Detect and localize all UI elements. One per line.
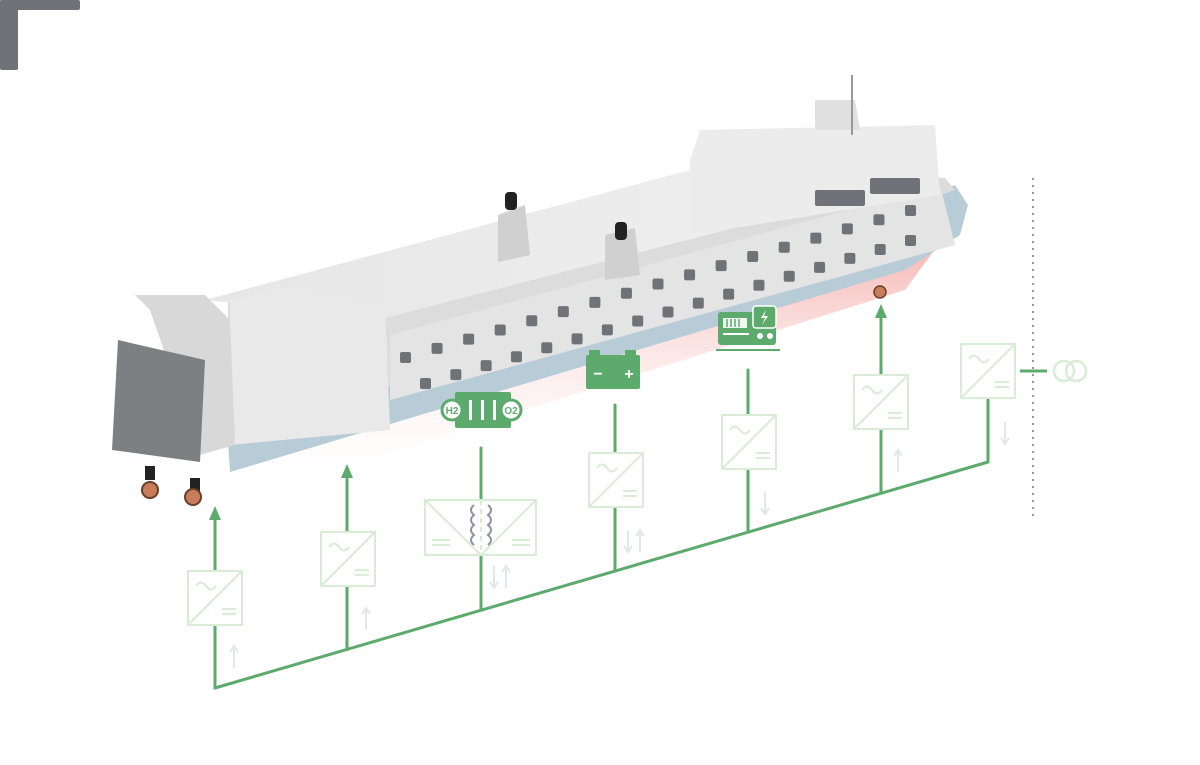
ship-window — [841, 223, 853, 235]
ship-windows — [0, 0, 920, 389]
ship-window — [905, 235, 916, 246]
ship-window — [571, 333, 583, 345]
ship-window — [541, 342, 553, 354]
ship-window — [620, 287, 632, 299]
bow-thruster — [873, 285, 887, 299]
flow-arrows — [229, 422, 1010, 668]
ship-window — [844, 252, 856, 264]
ship-window — [450, 369, 462, 381]
arrow-head-thruster-2 — [341, 464, 353, 478]
ship-window — [905, 205, 916, 216]
funnel-1 — [498, 205, 530, 262]
funnel-2-cap — [615, 222, 627, 240]
battery-icon: − + — [586, 350, 640, 389]
ship-window — [480, 360, 492, 372]
power-converter — [721, 414, 777, 470]
hull-bottom — [125, 215, 960, 500]
ship-window — [494, 324, 506, 336]
bridge-block — [690, 125, 940, 235]
arrow-head-bow-thruster — [875, 304, 887, 318]
ship-window — [753, 279, 765, 291]
ship-window — [463, 333, 475, 345]
ship-window — [526, 315, 538, 327]
power-converter — [320, 531, 376, 587]
shore-connection — [1020, 178, 1088, 518]
fuel-cell-icon: H2 O2 — [440, 392, 523, 428]
ship-window — [510, 351, 522, 363]
funnel-1-cap — [505, 192, 517, 210]
ship-window — [715, 260, 727, 272]
h2-label: H2 — [446, 406, 459, 417]
ship-window — [873, 214, 885, 226]
transformer-converter — [424, 499, 537, 557]
power-converter — [588, 452, 644, 508]
ship-window — [778, 241, 790, 253]
bridge-top — [815, 100, 860, 130]
ship-window — [783, 270, 795, 282]
power-converter — [853, 374, 909, 430]
ship-window — [810, 232, 822, 244]
ship-window — [747, 250, 759, 262]
generator-icon — [716, 305, 780, 351]
battery-plus-label: + — [624, 366, 633, 383]
ship-window — [814, 261, 826, 273]
o2-label: O2 — [504, 406, 518, 417]
ship — [0, 0, 968, 506]
aft-block — [230, 285, 390, 445]
ship-window — [589, 296, 601, 308]
ship-window — [420, 378, 431, 389]
ship-window — [692, 297, 704, 309]
ship-window — [684, 269, 696, 281]
transformer-icon — [1052, 359, 1088, 383]
power-converter — [187, 570, 243, 626]
ship-window — [601, 324, 613, 336]
arrow-head-thruster-aft — [209, 506, 221, 520]
ship-window — [557, 306, 569, 318]
funnel-2 — [605, 228, 640, 280]
ship-window — [815, 190, 865, 206]
ship-window — [632, 315, 644, 327]
ship-window — [431, 342, 443, 354]
ship-window — [662, 306, 674, 318]
thruster-aft — [141, 466, 202, 506]
ship-window — [723, 288, 735, 300]
ship-window — [652, 278, 664, 290]
ship-window — [400, 352, 411, 363]
ship-window — [0, 0, 18, 70]
stern-ramp — [112, 340, 205, 462]
power-converter — [960, 343, 1016, 399]
battery-minus-label: − — [593, 366, 602, 383]
ship-window — [874, 243, 886, 255]
ship-window — [870, 178, 920, 194]
